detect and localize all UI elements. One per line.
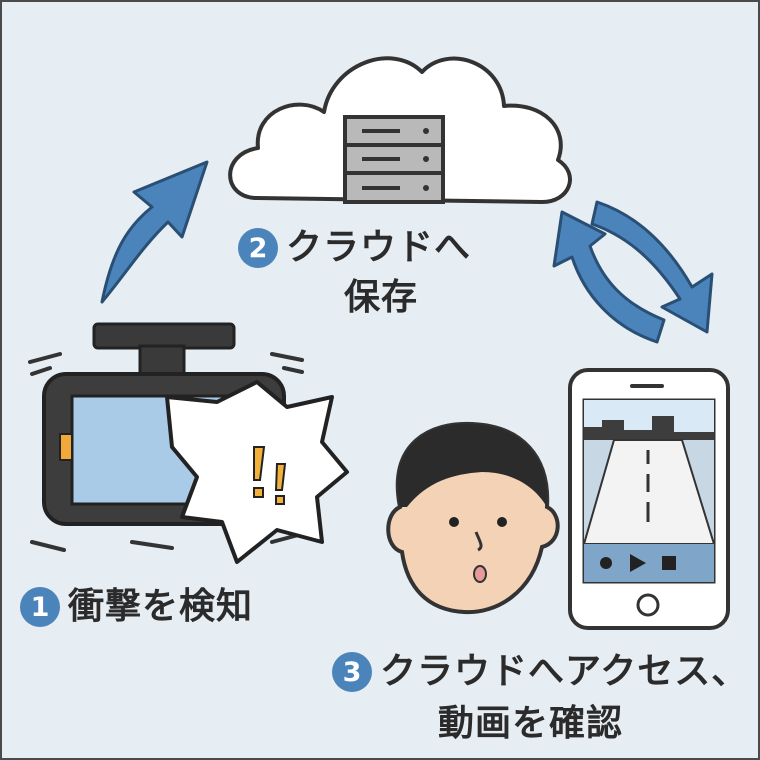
step-3-text: クラウドへアクセス、 <box>380 651 749 692</box>
step-3-text-line2: 動画を確認 <box>438 703 624 744</box>
step-1-label: 1 衝撃を検知 <box>20 587 253 627</box>
step-2-label: 2 クラウドへ <box>238 228 471 268</box>
step-2-text-line2: 保存 <box>344 277 419 318</box>
up-arrow-icon <box>100 160 209 304</box>
sync-arrows-icon <box>552 200 714 344</box>
step-1-number: 1 <box>20 587 60 627</box>
smartphone-icon <box>568 368 730 630</box>
step-2-number: 2 <box>238 228 278 268</box>
step-3-label: 3 クラウドへアクセス、 <box>332 652 748 692</box>
impact-burst-icon <box>165 380 349 564</box>
server-icon <box>343 115 445 204</box>
step-2-text: クラウドへ <box>286 227 472 268</box>
step-1-text: 衝撃を検知 <box>68 586 254 627</box>
step-3-number: 3 <box>332 652 372 692</box>
person-face-icon <box>386 421 560 615</box>
